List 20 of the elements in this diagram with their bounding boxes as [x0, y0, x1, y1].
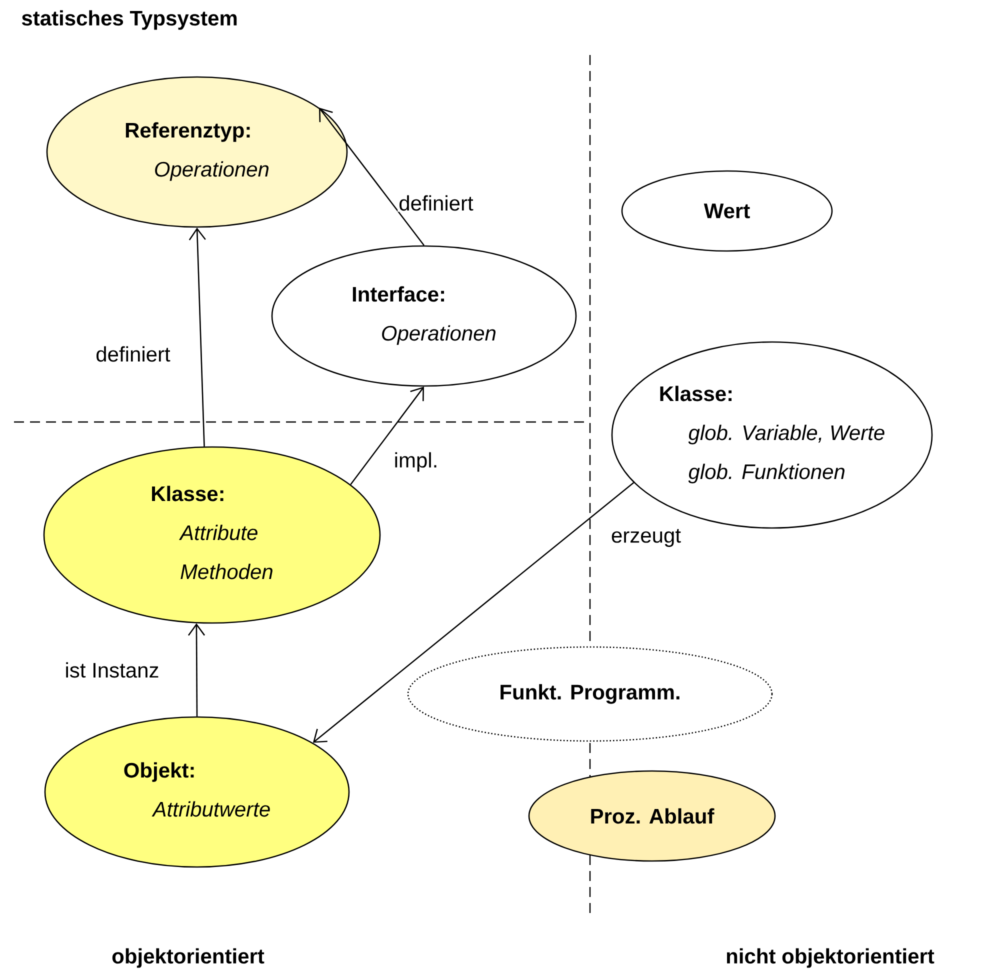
arrow	[188, 228, 206, 446]
section-label: nicht objektorientiert	[726, 948, 934, 968]
arrow	[318, 108, 425, 246]
arrow	[312, 482, 634, 743]
edge-label: impl.	[392, 451, 440, 473]
ellipse-node: Objekt: Attributwerte	[44, 716, 350, 868]
ellipse-node: Wert	[621, 170, 833, 252]
edge-label: ist Instanz	[64, 661, 160, 679]
arrow	[350, 386, 424, 485]
edge-label: definiert	[94, 345, 172, 363]
ellipse-node: Klasse: Attribute Methoden	[43, 446, 381, 624]
edge-label: definiert	[398, 194, 474, 212]
ellipse-node: Proz. Ablauf	[528, 770, 776, 862]
ellipse-node: Klasse: glob. Variable, Werte glob. Funktionen	[611, 341, 933, 529]
ellipse-node: Referenztyp: Operationen	[46, 76, 348, 228]
title: statisches Typsystem	[22, 10, 237, 30]
section-label: objektorientiert	[112, 948, 264, 968]
ellipse-node: Interface: Operationen	[271, 245, 577, 387]
edge-label: erzeugt	[610, 528, 682, 548]
arrow	[188, 623, 206, 716]
